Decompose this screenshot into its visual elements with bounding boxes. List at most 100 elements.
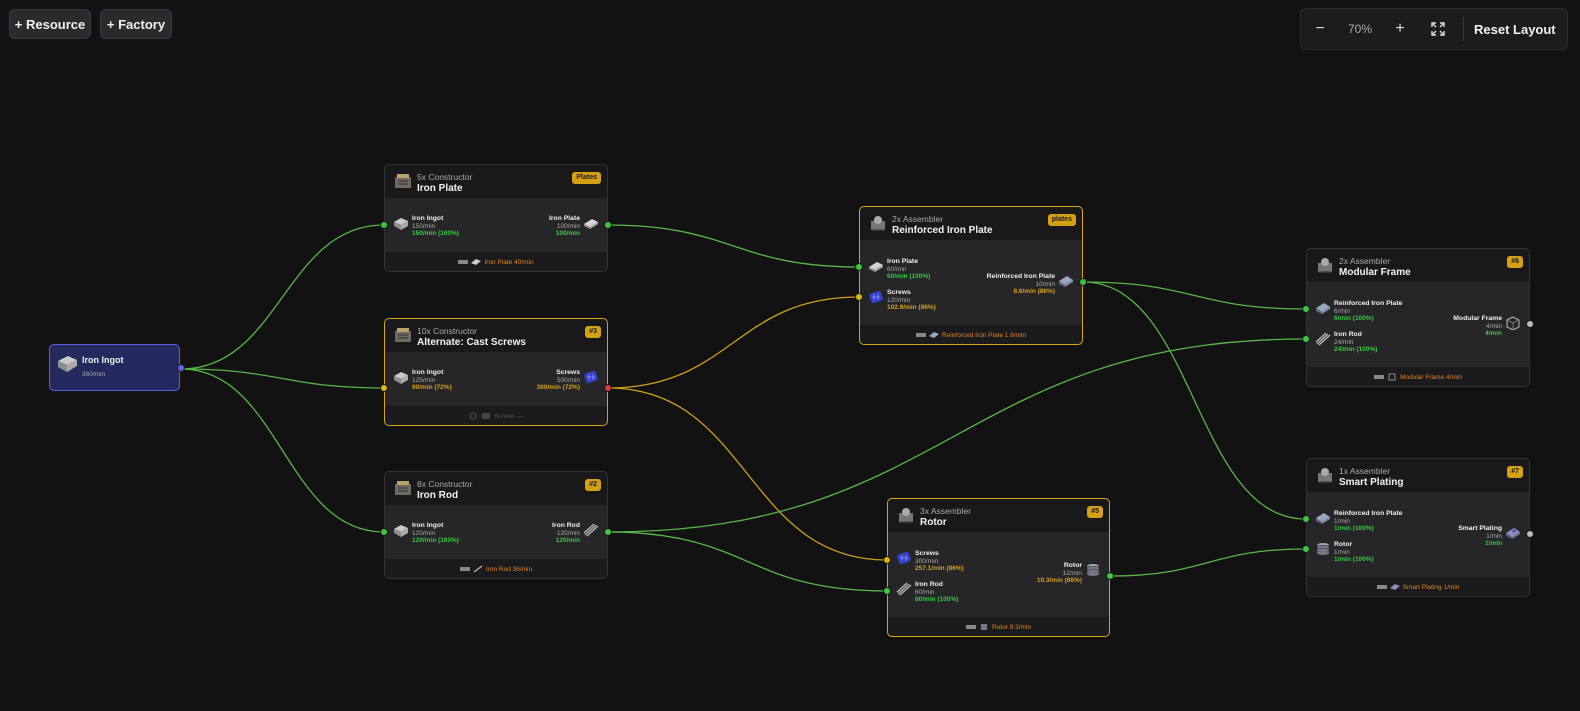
node-badge[interactable]: #7 (1507, 466, 1523, 478)
input-name: Iron Ingot (412, 522, 444, 529)
input-status: 257.1/min (86%) (915, 565, 964, 572)
input-port-reinforced-iron-plate[interactable] (1302, 305, 1310, 313)
factory-node-iron-rod[interactable]: 8x Constructor Iron Rod #2 Iron Ingot 120… (384, 471, 608, 579)
input-rate: 300/min (915, 557, 939, 565)
node-header: 2x Assembler Modular Frame #6 (1307, 249, 1529, 283)
assembler-icon (871, 216, 885, 231)
output-port-iron-rod[interactable] (604, 528, 612, 536)
node-header: 5x Constructor Iron Plate Plates (385, 165, 607, 199)
zoom-toolbar: − 70% + Reset Layout (1300, 8, 1568, 50)
output-port-screws[interactable] (604, 384, 612, 392)
input-port-iron-rod[interactable] (883, 587, 891, 595)
factory-node-reinforced-iron-plate[interactable]: 2x Assembler Reinforced Iron Plate plate… (859, 206, 1083, 345)
output-port-modular-frame[interactable] (1526, 320, 1534, 328)
factory-node-modular-frame[interactable]: 2x Assembler Modular Frame #6 Reinforced… (1306, 248, 1530, 387)
output-port-iron-plate[interactable] (604, 221, 612, 229)
output-rate: 120/min (556, 529, 580, 537)
add-resource-button[interactable]: + Resource (9, 9, 91, 39)
node-header: 8x Constructor Iron Rod #2 (385, 472, 607, 506)
input-name: Reinforced Iron Plate (1334, 510, 1403, 517)
modular-frame-icon (1506, 316, 1520, 330)
node-badge[interactable]: #3 (585, 326, 601, 338)
screws-icon (584, 370, 598, 384)
resource-output-port[interactable] (177, 364, 185, 372)
node-title: Smart Plating (1339, 477, 1404, 488)
output-port-reinforced-iron-plate[interactable] (1079, 278, 1087, 286)
input-port-rotor[interactable] (1302, 545, 1310, 553)
node-title: Modular Frame (1339, 267, 1411, 278)
fit-view-button[interactable] (1419, 14, 1457, 44)
output-status: 8.6/min (86%) (1013, 288, 1055, 295)
zoom-in-button[interactable]: + (1381, 14, 1419, 44)
node-header: 2x Assembler Reinforced Iron Plate plate… (860, 207, 1082, 241)
edge-ingot-to-screws (180, 368, 385, 389)
node-footer: Screws — (385, 406, 607, 426)
input-port-screws[interactable] (855, 293, 863, 301)
node-badge[interactable]: Plates (572, 172, 601, 184)
footer-label: Modular Frame 4/min (1400, 373, 1462, 381)
input-port-reinforced-iron-plate[interactable] (1302, 515, 1310, 523)
output-name: Modular Frame (1453, 315, 1502, 322)
output-name: Rotor (1063, 562, 1082, 569)
factory-node-iron-plate[interactable]: 5x Constructor Iron Plate Plates Iron In… (384, 164, 608, 272)
node-footer: Iron Rod 36/min (385, 559, 607, 579)
machine-label: 1x Assembler (1339, 466, 1391, 476)
reinforced-iron-plate-icon (928, 332, 939, 338)
input-port-iron-rod[interactable] (1302, 335, 1310, 343)
input-port-iron-plate[interactable] (855, 263, 863, 271)
iron-rod-icon (896, 582, 912, 596)
resource-node-iron-ingot[interactable]: Iron Ingot 360/min (49, 344, 180, 391)
input-name: Screws (915, 550, 939, 557)
edge-ingot-to-plate (180, 224, 385, 370)
constructor-icon (395, 328, 411, 342)
machine-label: 5x Constructor (417, 172, 473, 182)
edge-reinforced-to-modular (1082, 281, 1307, 310)
node-badge[interactable]: plates (1047, 214, 1076, 226)
assembler-icon (1318, 258, 1332, 273)
node-footer: Smart Plating 1/min (1307, 577, 1529, 597)
iron-plate-icon (471, 259, 482, 265)
belt-icon (965, 625, 976, 629)
input-port-iron-ingot[interactable] (380, 528, 388, 536)
node-footer: Iron Plate 40/min (385, 252, 607, 272)
input-port-screws[interactable] (883, 556, 891, 564)
node-badge[interactable]: #2 (585, 479, 601, 491)
input-name: Iron Ingot (412, 369, 444, 376)
input-name: Iron Rod (1334, 331, 1362, 338)
edge-rotor-to-smart (1109, 548, 1307, 577)
zoom-out-button[interactable]: − (1301, 14, 1339, 44)
add-factory-button[interactable]: + Factory (100, 9, 172, 39)
constructor-icon (395, 481, 411, 495)
zoom-level: 70% (1347, 22, 1373, 36)
output-name: Smart Plating (1458, 525, 1502, 532)
output-port-smart-plating[interactable] (1526, 530, 1534, 538)
output-rate: 100/min (556, 222, 580, 230)
input-port-iron-ingot[interactable] (380, 384, 388, 392)
input-name: Iron Plate (887, 258, 918, 265)
input-port-iron-ingot[interactable] (380, 221, 388, 229)
belt-icon (458, 260, 469, 264)
input-name: Screws (887, 289, 911, 296)
output-rate: 10/min (1035, 280, 1055, 288)
zoom-in-label: + (1395, 20, 1405, 37)
node-badge[interactable]: #5 (1087, 506, 1103, 518)
machine-label: 2x Assembler (892, 214, 944, 224)
node-badge[interactable]: #6 (1507, 256, 1523, 268)
edge-rod-to-rotor (607, 531, 888, 592)
output-name: Iron Rod (552, 522, 580, 529)
input-name: Rotor (1334, 541, 1353, 548)
fullscreen-icon (1431, 22, 1445, 36)
assembler-icon (1318, 468, 1332, 483)
factory-node-smart-plating[interactable]: 1x Assembler Smart Plating #7 Reinforced… (1306, 458, 1530, 597)
reset-layout-button[interactable]: Reset Layout (1474, 21, 1556, 37)
output-port-rotor[interactable] (1106, 572, 1114, 580)
factory-node-cast-screws[interactable]: 10x Constructor Alternate: Cast Screws #… (384, 318, 608, 426)
